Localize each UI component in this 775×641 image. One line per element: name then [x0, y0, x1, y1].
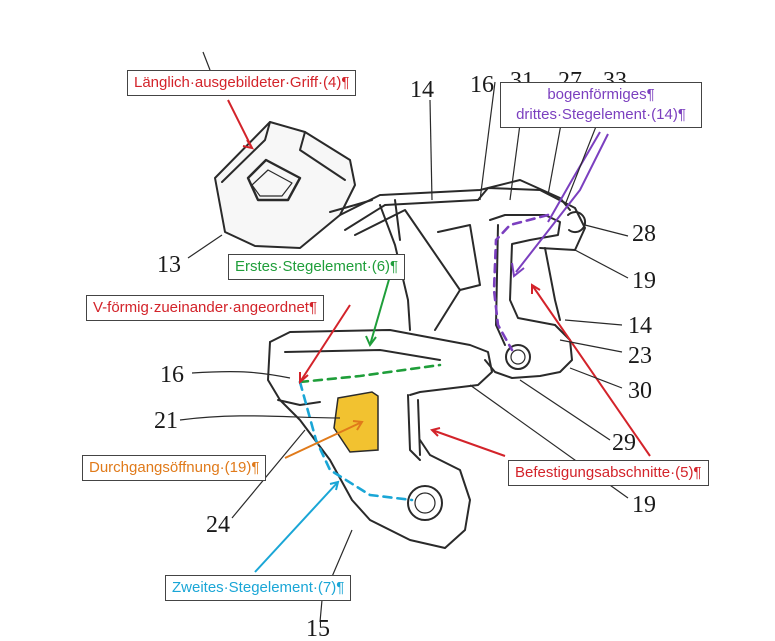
callout-bogen: bogenförmiges¶ drittes·Stegelement·(14)¶: [500, 82, 702, 128]
arrow-erstes: [369, 275, 391, 346]
arrow-bogen: [547, 131, 601, 223]
ref-30: 30: [628, 378, 652, 404]
third-web-path: [492, 213, 550, 352]
ref-29: 29: [612, 430, 636, 456]
callout-erstes: Erstes·Stegelement·(6)¶: [228, 254, 406, 280]
ref-19-right: 19: [632, 268, 656, 294]
ref-16-top: 16: [470, 72, 494, 98]
arrow-befestigung-1: [431, 429, 506, 457]
ref-23: 23: [628, 343, 652, 369]
ref-14-top: 14: [410, 77, 434, 103]
ref-24: 24: [206, 512, 230, 538]
arrow-v-foermig: [299, 304, 351, 383]
ref-14-right: 14: [628, 313, 652, 339]
arrow-zweites: [254, 481, 339, 573]
arrow-durchgang: [284, 421, 363, 459]
callout-durchgang: Durchgangsöffnung·(19)¶: [82, 455, 267, 481]
ref-13: 13: [157, 252, 181, 278]
arrow-befestigung-2: [531, 284, 651, 457]
ref-21: 21: [154, 408, 178, 434]
callout-zweites: Zweites·Stegelement·(7)¶: [165, 575, 352, 601]
first-web-path: [298, 363, 442, 384]
second-web-path: [298, 380, 414, 502]
callout-bogen-line2: drittes·Stegelement·(14)¶: [516, 106, 686, 123]
second-web-part: [267, 329, 493, 549]
callout-befestigung: Befestigungsabschnitte·(5)¶: [508, 460, 709, 486]
handle-part: [214, 121, 373, 249]
callout-bogen-line1: bogenförmiges¶: [547, 86, 655, 103]
ref-16-left: 16: [160, 362, 184, 388]
ref-15: 15: [306, 616, 330, 641]
callout-v-foermig: V-förmig·zueinander·angeordnet¶: [86, 295, 325, 321]
ref-28: 28: [632, 221, 656, 247]
ref-19-bottom: 19: [632, 492, 656, 518]
third-web-part: [477, 187, 587, 379]
callout-griff: Länglich·ausgebildeter·Griff·(4)¶: [127, 70, 357, 96]
